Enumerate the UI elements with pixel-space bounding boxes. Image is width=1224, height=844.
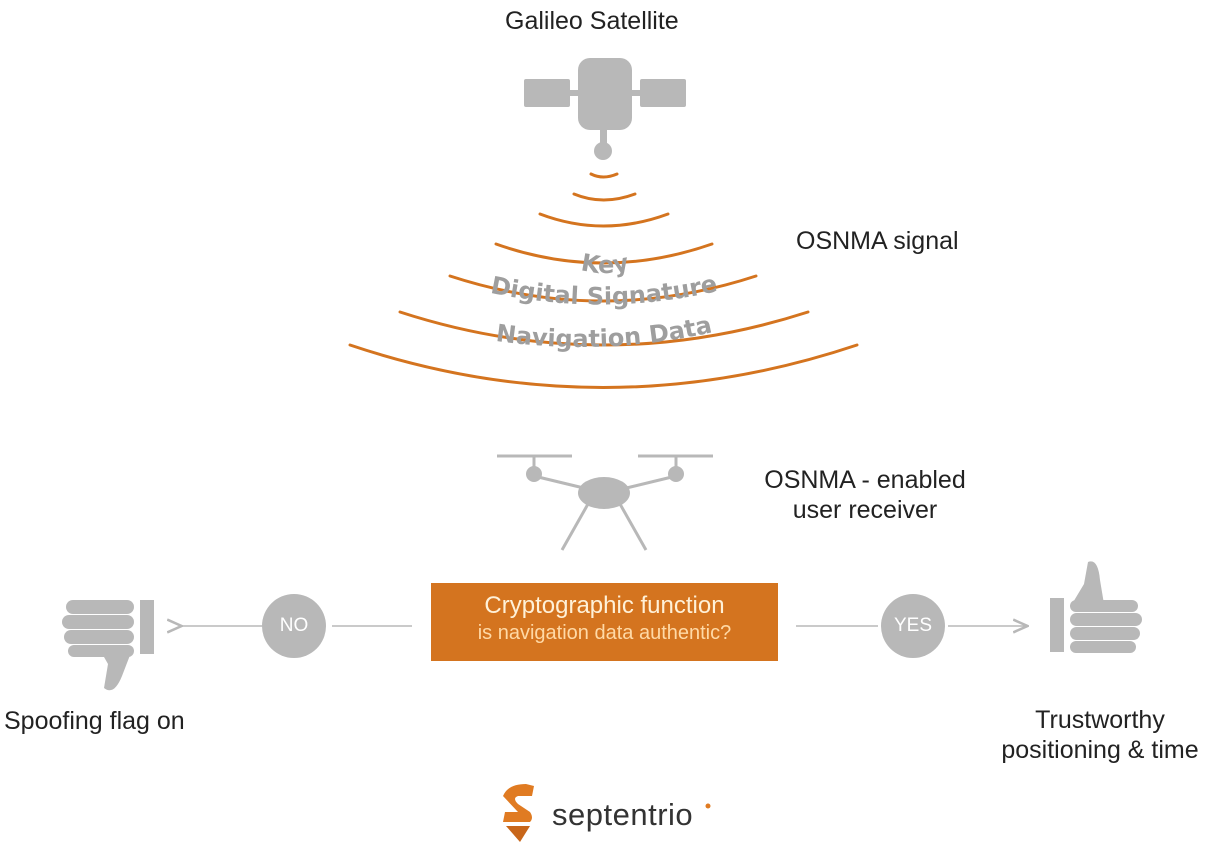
septentrio-logo-icon xyxy=(503,784,711,842)
thumbs-down-icon xyxy=(62,598,154,691)
satellite-title: Galileo Satellite xyxy=(505,7,679,35)
no-decision-badge: NO xyxy=(262,594,326,658)
signal-layer-key: Key xyxy=(579,248,631,279)
receiver-label: OSNMA - enabled user receiver xyxy=(745,465,985,525)
signal-waves xyxy=(348,172,859,389)
receiver-label-line2: user receiver xyxy=(792,496,938,524)
crypto-title: Cryptographic function xyxy=(484,592,725,619)
spoofing-flag-label: Spoofing flag on xyxy=(4,707,185,735)
trustworthy-label-line1: Trustworthy xyxy=(1035,706,1165,734)
cryptographic-function-box: Cryptographic function is navigation dat… xyxy=(431,583,778,661)
brand-name: septentrio xyxy=(552,797,694,832)
drone-icon xyxy=(497,454,713,551)
satellite-icon xyxy=(524,58,686,160)
receiver-label-line1: OSNMA - enabled xyxy=(764,466,966,494)
trustworthy-label-line2: positioning & time xyxy=(1001,736,1199,764)
thumbs-up-icon xyxy=(1050,561,1142,654)
crypto-question: is navigation data authentic? xyxy=(477,622,732,644)
yes-decision-badge: YES xyxy=(881,594,945,658)
trustworthy-label: Trustworthy positioning & time xyxy=(978,705,1222,765)
osnma-signal-label: OSNMA signal xyxy=(796,227,959,255)
signal-layer-navigation-data: Navigation Data xyxy=(495,311,715,353)
